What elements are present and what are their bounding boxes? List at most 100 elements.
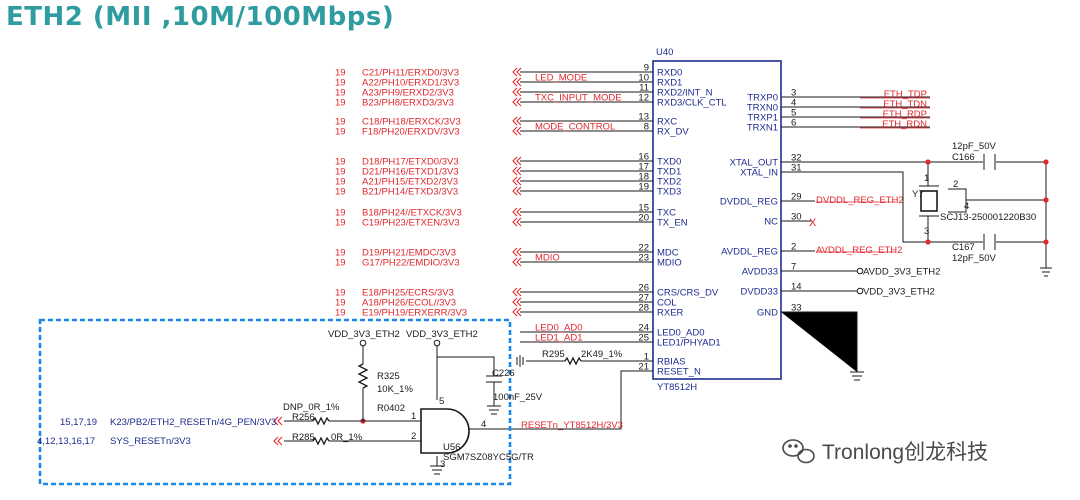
pin-name: TXD3 — [657, 187, 681, 198]
wechat-logo-icon — [782, 439, 815, 464]
c226-ref: C226 — [492, 368, 515, 379]
r325-pkg: R0402 — [377, 403, 405, 414]
sheet-ref: 19 — [335, 88, 346, 99]
pin-name: TRXP1 — [747, 113, 778, 124]
net-port-icon — [512, 116, 522, 126]
sheet-ref: 19 — [335, 187, 346, 198]
pin-name: RXD0 — [657, 68, 682, 79]
pin-number: 2 — [791, 242, 796, 253]
nc-mark: X — [809, 217, 817, 229]
pin-name: NC — [764, 217, 778, 228]
vdd-flags — [359, 339, 441, 347]
net-port-icon — [512, 166, 522, 176]
junction-dots — [360, 159, 1049, 424]
net-name: E18/PH25/ECRS/3V3 — [362, 288, 454, 299]
r325-ref: R325 — [377, 371, 400, 382]
sheet-ref: 19 — [335, 127, 346, 138]
pin-number: 28 — [638, 303, 649, 314]
sheet-ref: 19 — [335, 177, 346, 188]
r285-value: 0R_1% — [331, 432, 363, 443]
pin-name: LED1/PHYAD1 — [657, 338, 721, 349]
pin-name: GND — [757, 308, 778, 319]
pin-name: RXD2/INT_N — [657, 88, 713, 99]
net-label: LED0_AD0 — [535, 323, 583, 334]
net-name: DVDDL_REG_ETH2 — [816, 195, 904, 206]
pin-number: 4 — [791, 98, 796, 109]
pin-name: TRXP0 — [747, 93, 778, 104]
net-label: MDIO — [535, 253, 560, 264]
net-port-icon — [512, 247, 522, 257]
cap-top-ref: C166 — [952, 152, 975, 163]
pin-number: 27 — [638, 293, 649, 304]
pin-number: 5 — [791, 108, 796, 119]
pin-number: 30 — [791, 212, 802, 223]
pin-number: 15 — [638, 203, 649, 214]
sheet-ref: 19 — [335, 248, 346, 259]
pin-number: 16 — [638, 152, 649, 163]
net-name: B18/PH24//ETXCK/3V3 — [362, 208, 462, 219]
net-port-icon — [512, 287, 522, 297]
reset-circuit-wiring — [284, 343, 502, 475]
pin-name: TXD1 — [657, 167, 681, 178]
pin-name: TXC — [657, 208, 676, 219]
net-name: D19/PH21/EMDC/3V3 — [362, 248, 456, 259]
pin-number: 14 — [791, 282, 802, 293]
crystal-pin1: 1 — [924, 173, 929, 184]
pin-name: DVDDL_REG — [720, 197, 778, 208]
sheet-ref: 19 — [335, 157, 346, 168]
net-name: D21/PH16/ETXD1/3V3 — [362, 167, 459, 178]
net-name: C18/PH18/ERXCK/3V3 — [362, 117, 461, 128]
pin-name: RXC — [657, 117, 677, 128]
pin-number: 25 — [638, 333, 649, 344]
pin-name: TXD2 — [657, 177, 681, 188]
pin-name: XTAL_IN — [740, 168, 778, 179]
net-name: ETH_RDN — [882, 119, 927, 130]
reset-in2-net: SYS_RESETn/3V3 — [110, 436, 191, 447]
gate-ref: U56 — [443, 442, 460, 453]
pin-name: XTAL_OUT — [730, 158, 779, 169]
pin-number: 10 — [638, 73, 649, 84]
net-name: A21/PH15/ETXD2/3V3 — [362, 177, 458, 188]
rbias-circuit — [516, 355, 653, 367]
sheet-ref: 19 — [335, 98, 346, 109]
sheet-ref: 19 — [335, 68, 346, 79]
gate-pin2: 2 — [411, 431, 416, 442]
net-name: E19/PH19/ERXERR/3V3 — [362, 308, 467, 319]
net-name: B21/PH14/ETXD3/3V3 — [362, 187, 458, 198]
sheet-ref: 19 — [335, 208, 346, 219]
cap-bot-ref: C167 — [952, 242, 975, 253]
sheet-ref: 19 — [335, 258, 346, 269]
chip-body — [652, 60, 782, 380]
r285-ref: R285 — [292, 432, 315, 443]
gate-part: SGM7SZ08YC5G/TR — [443, 452, 534, 463]
net-name: ETH_TDN — [883, 99, 927, 110]
pin-number: 20 — [638, 213, 649, 224]
pin-number: 12 — [638, 93, 649, 104]
pin-number: 24 — [638, 323, 649, 334]
gate-pin1: 1 — [411, 411, 416, 422]
reset-in1-sheet: 15,17,19 — [60, 417, 97, 428]
net-name: VDD_3V3_ETH2 — [863, 287, 935, 298]
net-port-icon — [512, 217, 522, 227]
pin-number: 1 — [644, 352, 649, 363]
pin-name: TXD0 — [657, 157, 681, 168]
pin-name: CRS/CRS_DV — [657, 288, 719, 299]
crystal-part: SCJ13-250001220B30 — [940, 212, 1036, 223]
pin-number: 32 — [791, 153, 802, 164]
pin-number: 17 — [638, 162, 649, 173]
pin-name: LED0_AD0 — [657, 328, 705, 339]
net-name: C21/PH11/ERXD0/3V3 — [362, 68, 459, 79]
power-flags — [856, 267, 864, 295]
r295-ref: R295 — [542, 349, 565, 360]
reset-in1-net: K23/PB2/ETH2_RESETn/4G_PEN/3V3 — [110, 417, 276, 428]
net-name: F18/PH20/ERXDV/3V3 — [362, 127, 460, 138]
net-port-icon — [512, 67, 522, 77]
c226-value: 100nF_25V — [493, 392, 543, 403]
net-port-icon — [512, 77, 522, 87]
gate-pin4: 4 — [481, 419, 486, 430]
pin-name: TX_EN — [657, 218, 688, 229]
chip-part: YT8512H — [657, 382, 697, 393]
pin-number: 29 — [791, 192, 802, 203]
